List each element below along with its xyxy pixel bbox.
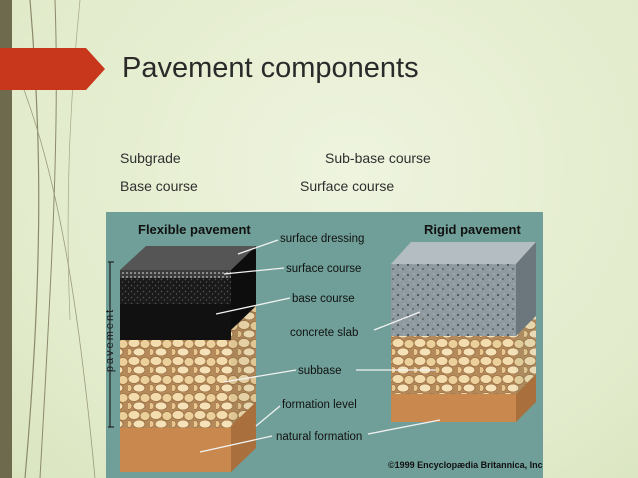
- bullet-subgrade: Subgrade: [120, 150, 181, 166]
- pavement-diagram-svg: pavement Flexible pavement Rigid pavemen…: [106, 212, 543, 478]
- label-natural-formation: natural formation: [276, 431, 362, 443]
- bullet-surface-course: Surface course: [300, 178, 394, 194]
- label-subbase: subbase: [298, 365, 341, 377]
- label-surface-dressing: surface dressing: [280, 233, 364, 245]
- rigid-pavement-title: Rigid pavement: [424, 222, 521, 237]
- rigid-pavement-block: [391, 242, 536, 422]
- slide-title: Pavement components: [122, 48, 419, 88]
- copyright-notice: ©1999 Encyclopædia Britannica, Inc.: [388, 460, 543, 470]
- label-formation-level: formation level: [282, 399, 357, 411]
- pavement-side-label: pavement: [106, 308, 116, 372]
- label-concrete-slab: concrete slab: [290, 327, 358, 339]
- label-surface-course: surface course: [286, 263, 361, 275]
- flexible-pavement-title: Flexible pavement: [138, 222, 251, 237]
- bullet-sub-base-course: Sub-base course: [325, 150, 431, 166]
- bullet-base-course: Base course: [120, 178, 198, 194]
- flexible-pavement-block: [120, 246, 256, 472]
- title-arrow-shape: [0, 48, 105, 90]
- pavement-diagram: pavement Flexible pavement Rigid pavemen…: [106, 212, 543, 478]
- label-base-course: base course: [292, 293, 355, 305]
